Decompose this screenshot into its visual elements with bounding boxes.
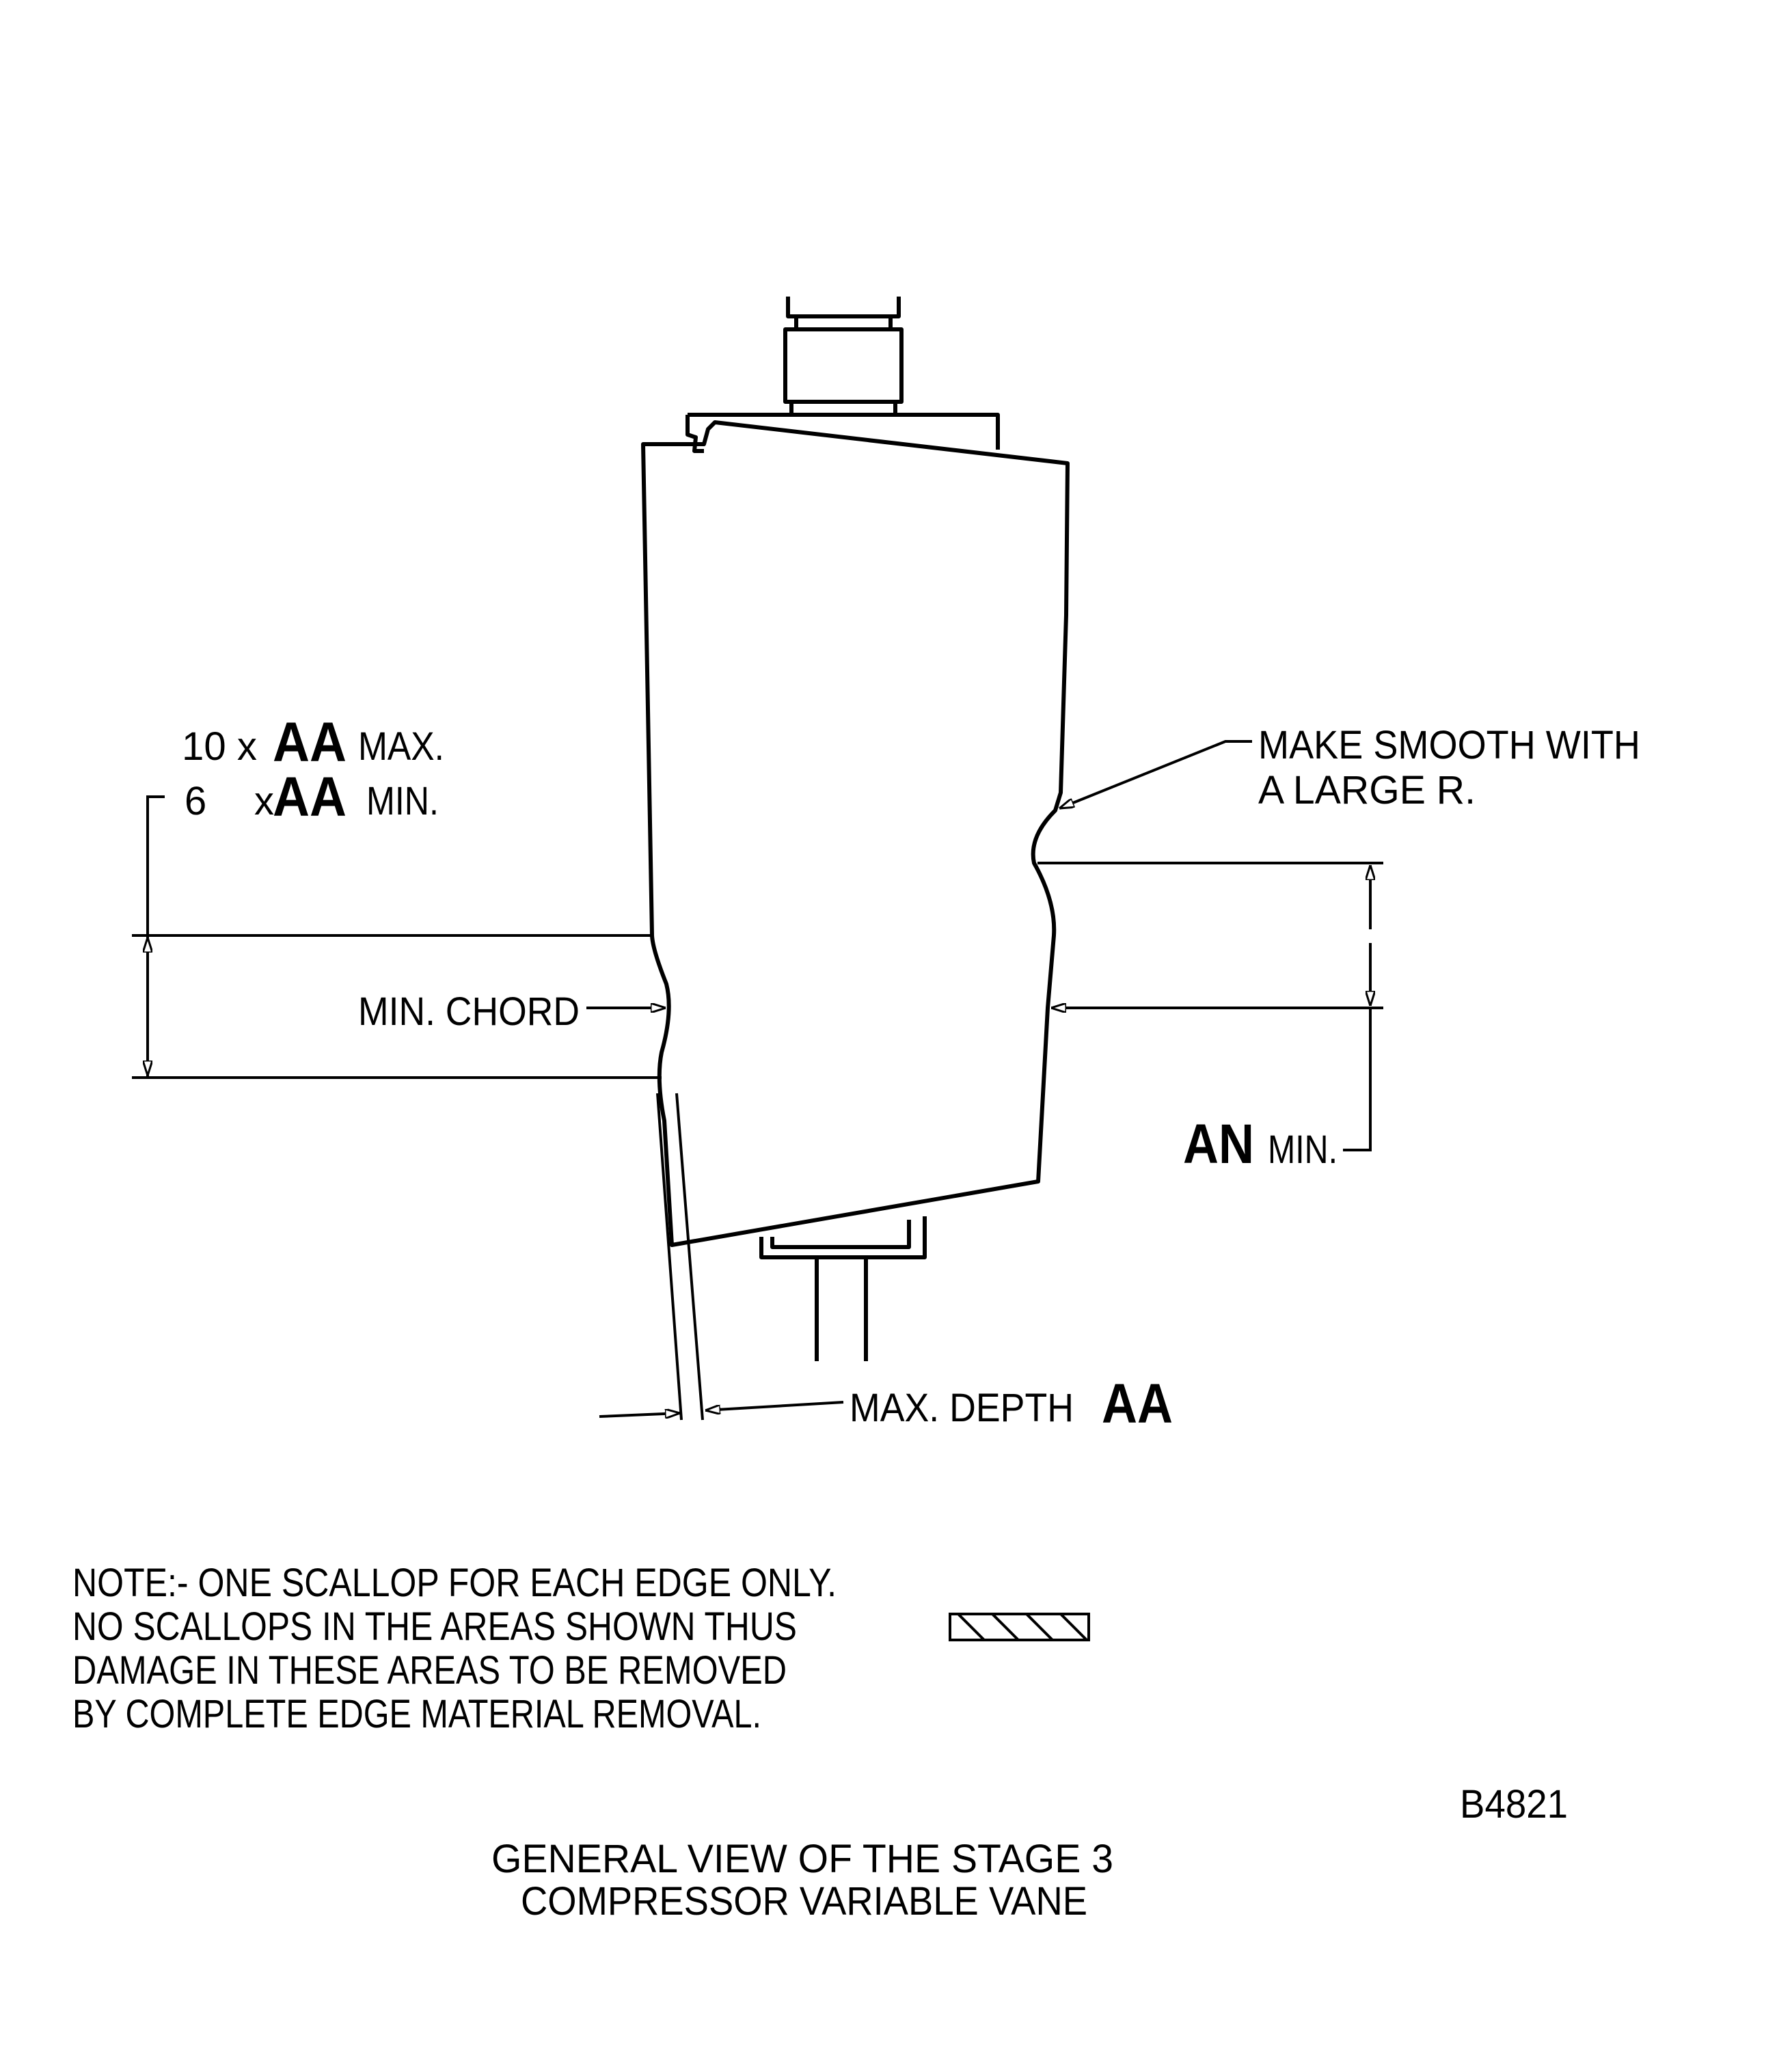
aa-max-symbol: AA: [273, 711, 347, 774]
note-line-2: NO SCALLOPS IN THE AREAS SHOWN THUS: [72, 1604, 797, 1649]
six-label: 6: [185, 779, 206, 823]
an-min-label: MIN.: [1268, 1127, 1338, 1172]
depth-extension-lines: [656, 1093, 704, 1421]
title-line-2: COMPRESSOR VARIABLE VANE: [521, 1879, 1087, 1924]
max-label: MAX.: [358, 724, 444, 769]
aa-min-symbol: AA: [273, 766, 347, 828]
min-label: MIN.: [366, 779, 439, 823]
six-times-x: x: [254, 779, 274, 823]
upper-trunnion: [685, 297, 1000, 453]
an-dimension: [1037, 862, 1383, 1151]
max-depth-aa: AA: [1102, 1373, 1173, 1435]
min-chord-label: MIN. CHORD: [358, 989, 580, 1034]
note-line-4: BY COMPLETE EDGE MATERIAL REMOVAL.: [72, 1692, 761, 1736]
ten-times-label: 10 x: [182, 724, 257, 769]
note-line-3: DAMAGE IN THESE AREAS TO BE REMOVED: [72, 1648, 787, 1693]
note-line-1: NOTE:- ONE SCALLOP FOR EACH EDGE ONLY.: [72, 1561, 837, 1605]
title-line-1: GENERAL VIEW OF THE STAGE 3: [491, 1837, 1113, 1881]
make-smooth-leader: [1059, 740, 1252, 810]
max-depth-label: MAX. DEPTH: [850, 1386, 1074, 1430]
hatch-legend-swatch: [949, 1613, 1090, 1641]
vane-airfoil: [641, 420, 1070, 1247]
figure-id: B4821: [1460, 1782, 1568, 1827]
scallop-length-dimension: [132, 795, 662, 1079]
an-symbol: AN: [1183, 1113, 1254, 1175]
lower-trunnion: [759, 1216, 927, 1361]
depth-arrow-left: [599, 1413, 680, 1417]
make-smooth-line2: A LARGE R.: [1258, 768, 1476, 812]
make-smooth-line1: MAKE SMOOTH WITH: [1258, 723, 1640, 767]
depth-arrow-right: [705, 1401, 844, 1410]
